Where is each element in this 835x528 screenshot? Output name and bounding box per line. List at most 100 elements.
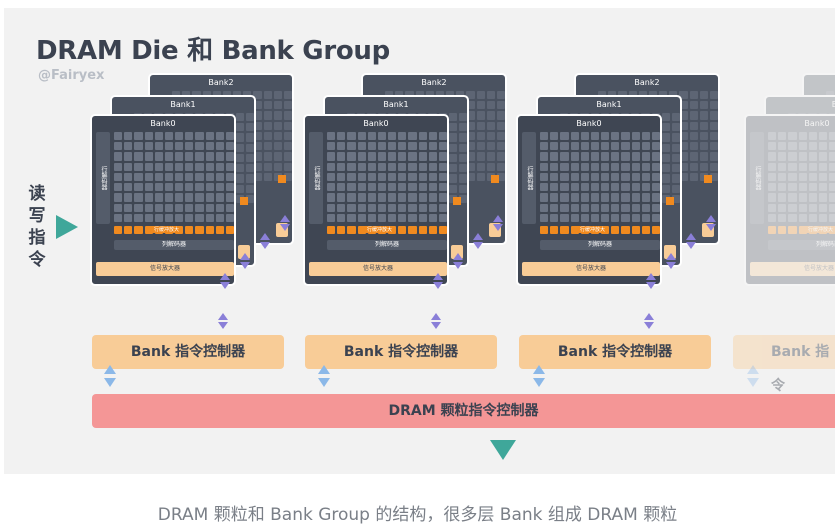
memory-cell (709, 91, 718, 100)
memory-cell (486, 121, 495, 130)
memory-cell (671, 133, 680, 142)
memory-cell (283, 152, 292, 161)
memory-cell (273, 172, 282, 181)
sense-amp-cell (768, 226, 777, 234)
memory-cell (245, 143, 254, 152)
memory-cell (621, 162, 630, 171)
memory-cell (580, 213, 589, 222)
memory-cell (550, 132, 559, 141)
memory-cell-array (540, 132, 660, 222)
memory-cell (164, 162, 173, 171)
memory-cell (808, 183, 817, 192)
memory-cell (621, 213, 630, 222)
memory-cell (621, 183, 630, 192)
memory-cell (253, 101, 262, 110)
memory-cell (496, 162, 505, 171)
memory-cell (611, 132, 620, 141)
memory-cell (253, 111, 262, 120)
memory-cell (826, 142, 835, 151)
sense-amp-cell (124, 226, 133, 234)
sense-amp-marker (240, 197, 248, 205)
memory-cell (235, 123, 244, 132)
memory-cell (679, 111, 688, 120)
memory-cell (134, 152, 143, 161)
memory-cell (828, 164, 835, 173)
sense-amp-cell (540, 226, 549, 234)
memory-cell (195, 142, 204, 151)
memory-cell (175, 183, 184, 192)
memory-cell (273, 142, 282, 151)
memory-cell (124, 203, 133, 212)
memory-cell (215, 132, 224, 141)
memory-cell (377, 162, 386, 171)
memory-cell (550, 193, 559, 202)
memory-cell (496, 121, 505, 130)
sense-amp-cell (641, 226, 650, 234)
memory-cell (601, 132, 610, 141)
memory-cell (377, 132, 386, 141)
memory-cell (560, 203, 569, 212)
memory-cell (550, 183, 559, 192)
memory-cell (808, 152, 817, 161)
memory-cell (253, 162, 262, 171)
memory-cell (175, 172, 184, 182)
memory-cell (114, 132, 123, 141)
memory-cell (185, 132, 194, 141)
memory-cell (689, 101, 698, 110)
memory-cell (337, 132, 346, 141)
memory-cell (124, 142, 133, 151)
memory-cell (476, 91, 485, 100)
memory-cell (235, 153, 244, 163)
memory-cell (818, 194, 827, 203)
memory-cell (245, 174, 254, 183)
memory-cell (245, 153, 254, 163)
bank-title: Bank2 (634, 78, 660, 87)
memory-cell (367, 172, 376, 182)
memory-cell (476, 131, 485, 141)
memory-cell (560, 213, 569, 222)
memory-cell (496, 172, 505, 181)
memory-cell (418, 172, 427, 182)
memory-cell (195, 172, 204, 182)
memory-cell (768, 172, 777, 182)
memory-cell (560, 193, 569, 202)
memory-cell (611, 203, 620, 212)
memory-cell (466, 111, 475, 120)
memory-cell (195, 162, 204, 171)
memory-cell (788, 133, 797, 142)
memory-cell (357, 193, 366, 202)
memory-cell (263, 162, 272, 171)
memory-cell (337, 213, 346, 222)
memory-cell (798, 153, 807, 163)
signal-amplifier: 信号放大器 (96, 262, 234, 276)
memory-cell (185, 193, 194, 202)
memory-cell (253, 142, 262, 151)
memory-cell (327, 193, 336, 202)
memory-cell (283, 131, 292, 141)
memory-cell (621, 172, 630, 182)
memory-cell (205, 183, 214, 192)
memory-cell (540, 132, 549, 141)
memory-cell (621, 132, 630, 141)
memory-cell (418, 162, 427, 171)
memory-cell (164, 152, 173, 161)
memory-cell (134, 142, 143, 151)
memory-cell (818, 184, 827, 193)
memory-cell (826, 131, 835, 141)
memory-cell (826, 172, 835, 181)
memory-cell (651, 203, 660, 212)
memory-cell (283, 162, 292, 171)
memory-cell (388, 213, 397, 222)
bank-title: Ba (804, 78, 835, 87)
memory-cell (164, 193, 173, 202)
memory-cell (273, 121, 282, 130)
memory-cell (458, 184, 467, 193)
memory-cell (611, 172, 620, 182)
sense-amp-cell (798, 226, 807, 234)
memory-cell (418, 203, 427, 212)
memory-cell (829, 213, 835, 222)
column-decoder: 列解码器 (768, 240, 835, 250)
memory-cell (357, 203, 366, 212)
